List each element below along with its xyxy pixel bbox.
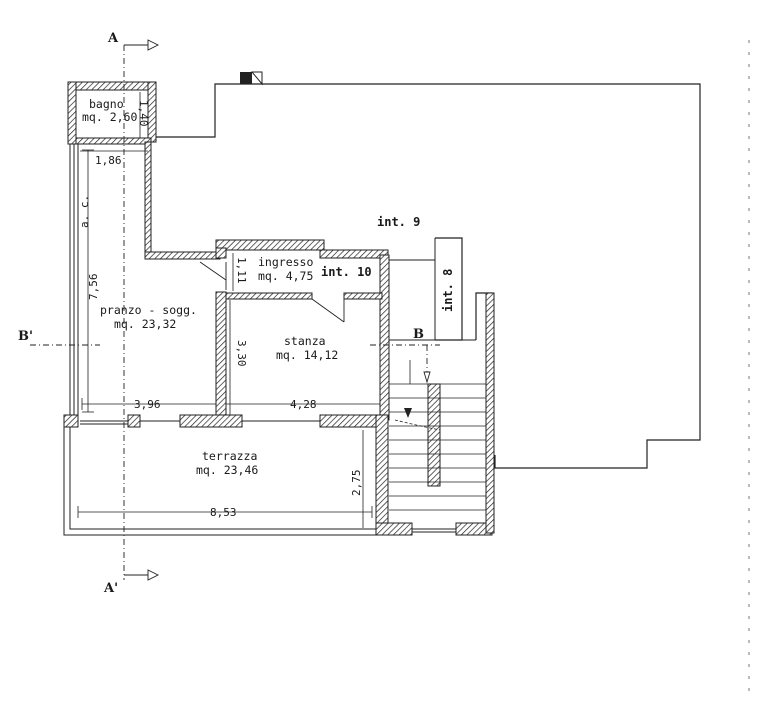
terrazza-label: terrazza [202, 449, 257, 463]
unit-int10: int. 10 [321, 265, 372, 279]
ingresso-label: ingresso [258, 255, 313, 269]
section-label-a: A [107, 31, 119, 46]
stanza-label: stanza [284, 334, 326, 348]
stanza-area: mq. 14,12 [276, 348, 338, 362]
section-arrows [124, 39, 431, 581]
dim-terrazza-w: 8,53 [210, 506, 237, 519]
dim-pranzo-w: 3,96 [134, 398, 161, 411]
bagno-label: bagno [89, 97, 124, 111]
staircase [389, 360, 486, 511]
section-label-a-prime: A' [103, 581, 118, 596]
door-swings [199, 261, 345, 323]
bagno-area: mq. 2,60 [82, 110, 137, 124]
pranzo-area: mq. 23,32 [114, 317, 176, 331]
section-label-b: B [413, 327, 424, 342]
dim-bagno-w: 1,86 [95, 154, 122, 167]
dim-bagno-h: 1,40 [137, 100, 150, 127]
pranzo-label: pranzo - sogg. [100, 303, 197, 317]
dim-pranzo-h: 7,56 [87, 274, 100, 301]
neighbour-outline [150, 83, 701, 469]
walls [63, 81, 495, 536]
terrazza-area: mq. 23,46 [196, 463, 258, 477]
dimension-lines [78, 92, 380, 528]
unit-int9: int. 9 [377, 215, 420, 229]
dim-ingresso-h: 1,11 [235, 257, 248, 284]
dim-stanza-h: 3,30 [235, 340, 248, 367]
ingresso-area: mq. 4,75 [258, 269, 313, 283]
unit-int8: int. 8 [441, 269, 455, 312]
section-label-b-prime: B' [18, 329, 33, 344]
windows [63, 144, 476, 536]
dim-stanza-w: 4,28 [290, 398, 317, 411]
dimension-ticks [77, 149, 381, 518]
dim-terrazza-h: 2,75 [350, 470, 363, 497]
north-marker [240, 72, 252, 84]
stair-arrow [404, 408, 412, 418]
note-ac: a. c. [78, 195, 91, 228]
